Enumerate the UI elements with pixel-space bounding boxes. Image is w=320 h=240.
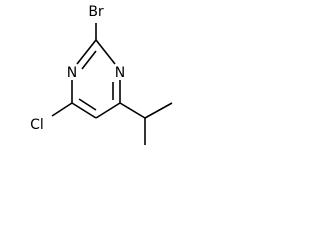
bond-c4-c5 bbox=[95, 102, 121, 119]
chemical-structure-diagram: Br N N Cl bbox=[30, 4, 173, 145]
bond-c5-c6-inner bbox=[78, 98, 97, 111]
bond-n1-c2-inner bbox=[81, 50, 97, 70]
bond-c2-n3 bbox=[95, 39, 116, 65]
bond-n1-c2 bbox=[76, 39, 97, 65]
bond-c6-cl bbox=[51, 102, 73, 117]
bond-c5-c6 bbox=[71, 102, 97, 119]
atom-label-nitrogen-left: N bbox=[67, 65, 77, 81]
bond-c4-ch bbox=[119, 102, 146, 119]
atom-label-chlorine: Cl bbox=[30, 117, 44, 133]
atom-label-bromine: Br bbox=[88, 4, 104, 20]
bond-ch-ch3-upper bbox=[144, 102, 173, 119]
atom-label-nitrogen-right: N bbox=[115, 65, 125, 81]
